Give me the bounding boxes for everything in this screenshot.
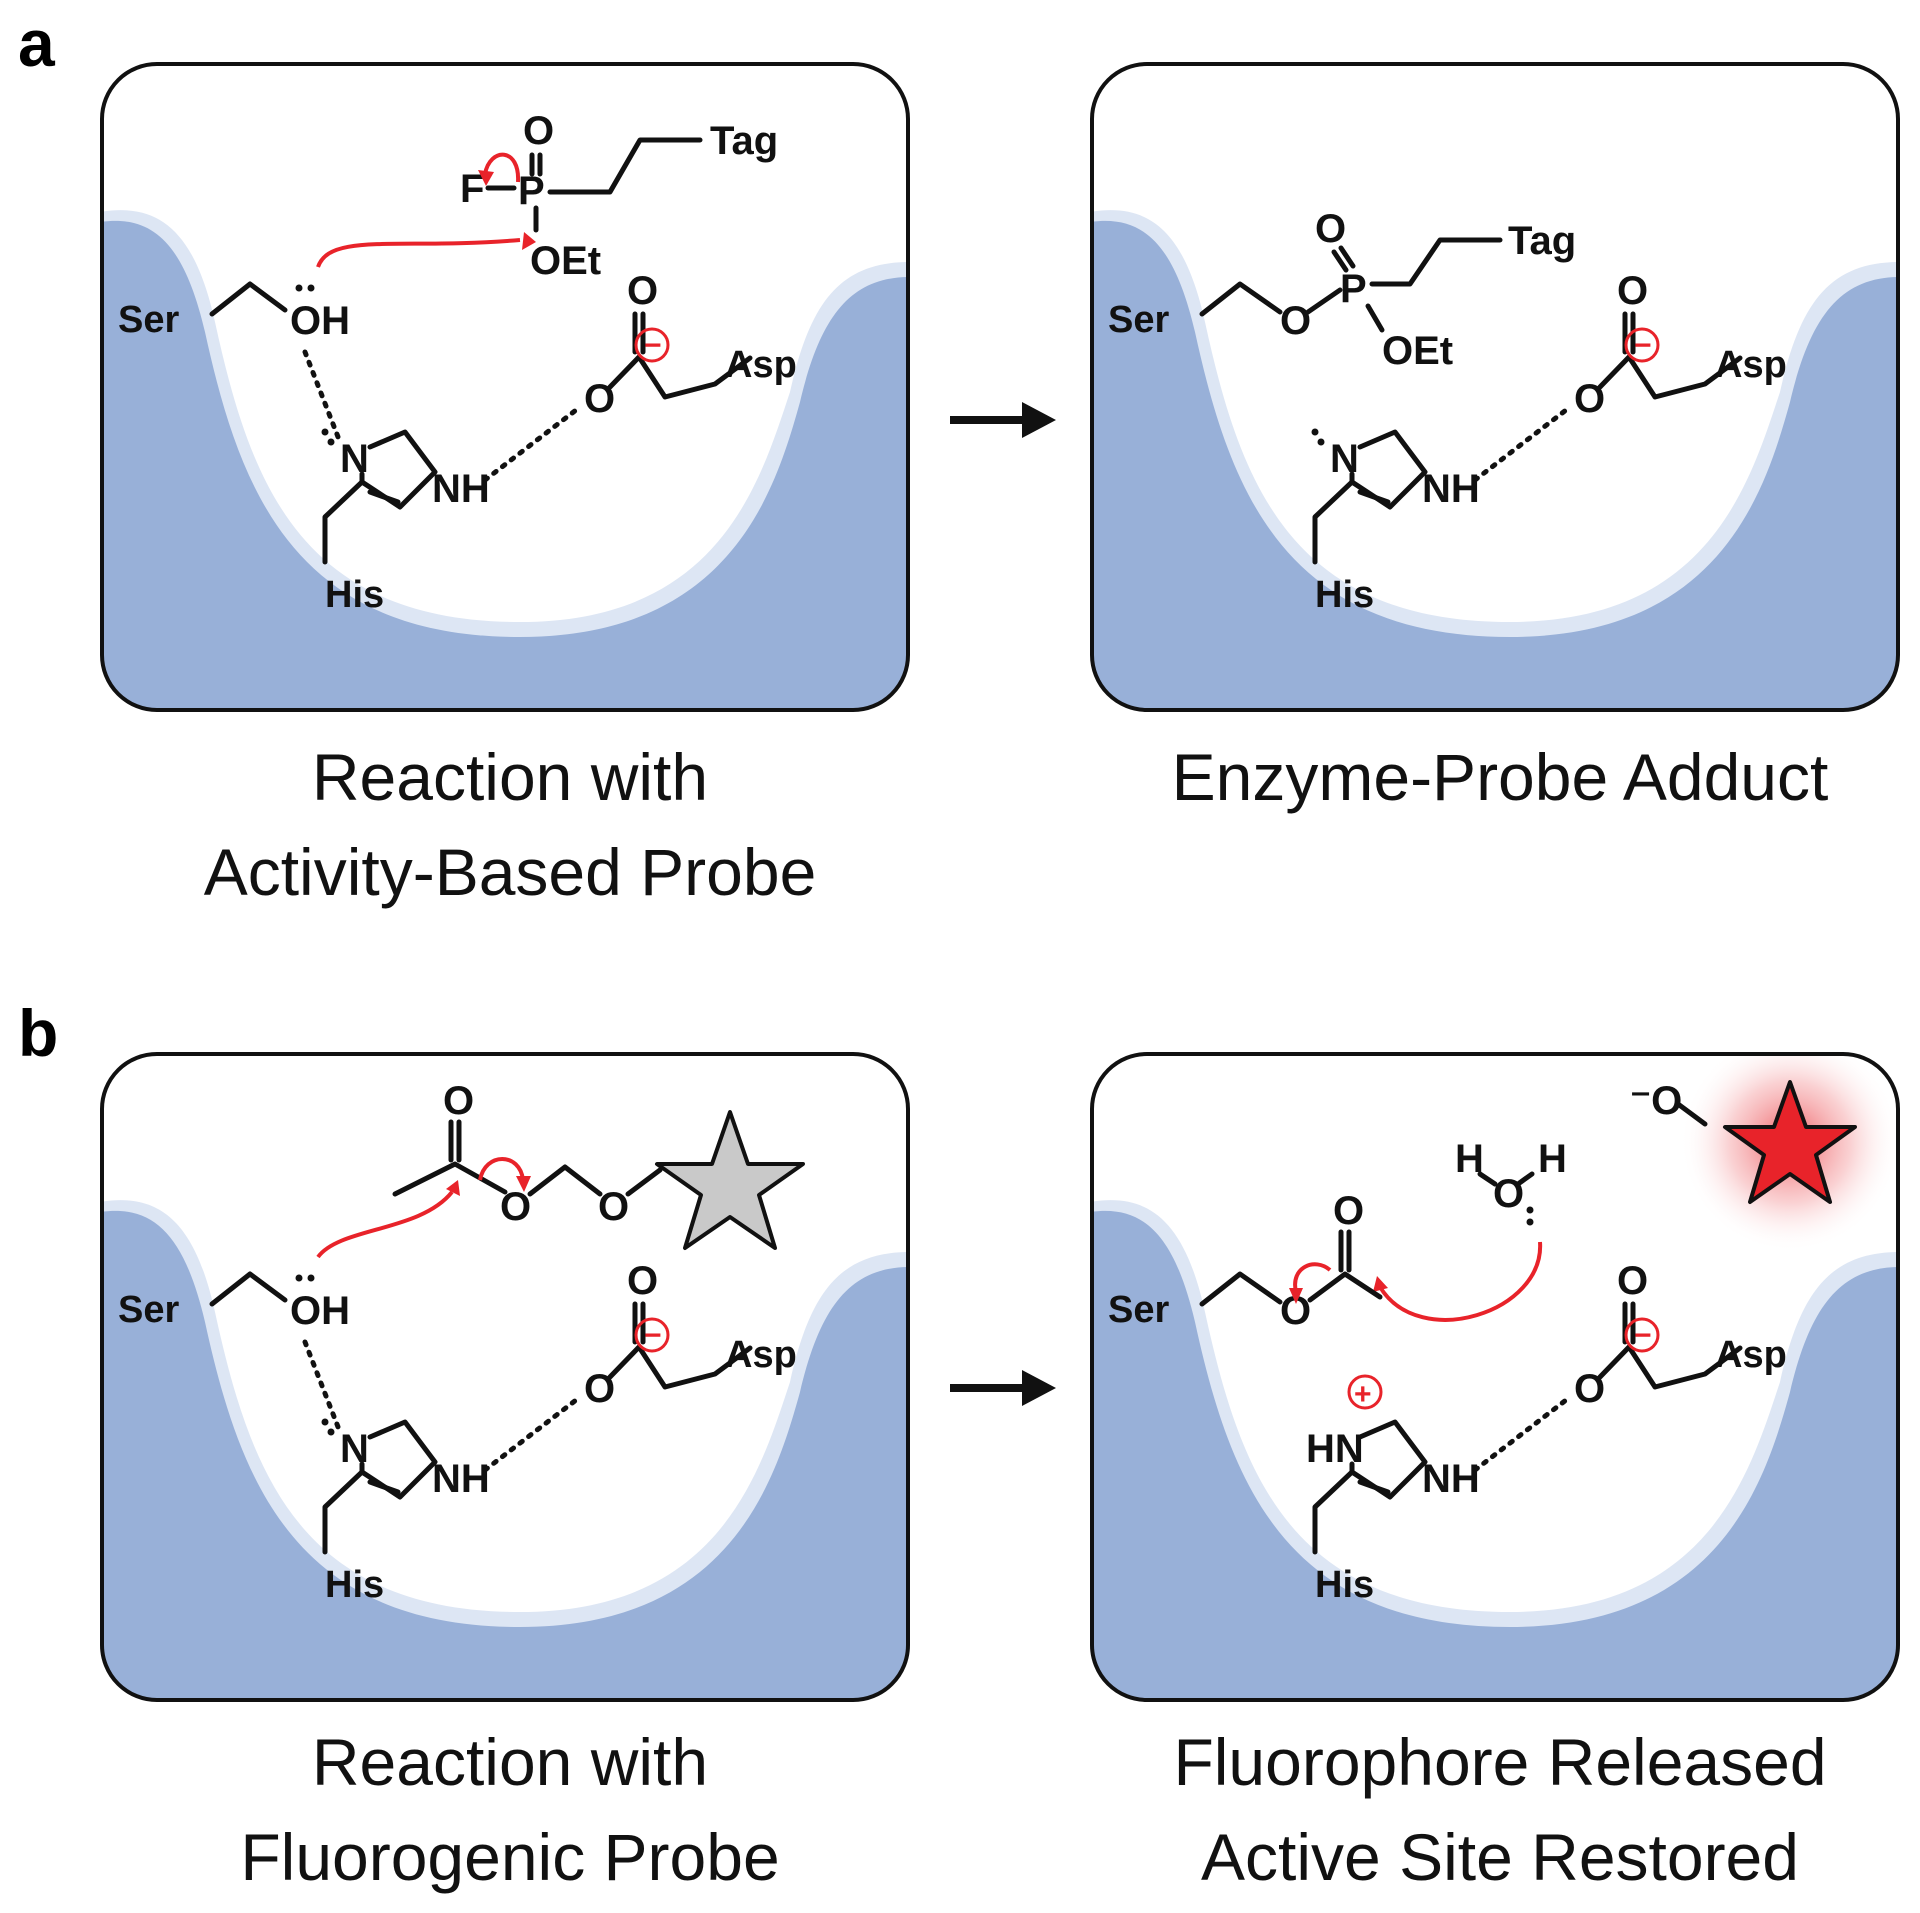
his-n-label: N bbox=[340, 1427, 369, 1471]
phosphorus-label: P bbox=[1340, 267, 1367, 311]
his-label: His bbox=[1315, 1564, 1374, 1606]
oet-label: OEt bbox=[1382, 329, 1453, 373]
carboxylate-o-label: O bbox=[1574, 377, 1605, 421]
panel-letter-b: b bbox=[18, 996, 59, 1070]
caption-line: Fluorogenic Probe bbox=[240, 1820, 780, 1894]
caption-line: Enzyme-Probe Adduct bbox=[1171, 740, 1829, 814]
carbonyl-o-label: O bbox=[627, 1259, 658, 1303]
negative-charge: − bbox=[644, 1319, 662, 1352]
asp-label: Asp bbox=[1715, 1334, 1787, 1376]
asp-label: Asp bbox=[725, 1334, 797, 1376]
active-site-box-a-right: Ser O P O OEt Tag O O − Asp N NH His bbox=[1090, 62, 1900, 712]
his-label: His bbox=[325, 574, 384, 616]
carbonyl-o-label: O bbox=[1617, 1259, 1648, 1303]
ser-o-label: O bbox=[1280, 299, 1311, 343]
his-nh-label: NH bbox=[1422, 1457, 1480, 1501]
reaction-arrow-icon-b bbox=[950, 1370, 1056, 1406]
acyl-carbonyl-o-label: O bbox=[1333, 1189, 1364, 1233]
his-nh-label: NH bbox=[1422, 467, 1480, 511]
tag-label: Tag bbox=[1508, 219, 1576, 263]
his-n-label: N bbox=[1330, 437, 1359, 481]
ser-label: Ser bbox=[118, 299, 179, 341]
active-site-box-b-left: Ser OH O O O O O − Asp N NH His bbox=[100, 1052, 910, 1702]
negative-charge: − bbox=[1634, 329, 1652, 362]
caption-line: Reaction with bbox=[311, 1725, 709, 1799]
oet-label: OEt bbox=[530, 239, 601, 283]
asp-label: Asp bbox=[725, 344, 797, 386]
ser-label: Ser bbox=[1108, 1289, 1169, 1331]
oxo-label: O bbox=[1315, 207, 1346, 251]
his-label: His bbox=[1315, 574, 1374, 616]
his-n-label: N bbox=[340, 437, 369, 481]
active-site-box-a-left: Ser OH F P O OEt Tag O O − Asp N NH His bbox=[100, 62, 910, 712]
ether-o-label: O bbox=[598, 1185, 629, 1229]
caption-a-left: Reaction with Activity-Based Probe bbox=[10, 730, 1010, 920]
his-hn-label: HN bbox=[1306, 1427, 1364, 1471]
panel-letter-a: a bbox=[18, 6, 55, 80]
water-o-label: O bbox=[1493, 1172, 1524, 1216]
caption-line: Reaction with bbox=[311, 740, 709, 814]
caption-a-right: Enzyme-Probe Adduct bbox=[1000, 730, 1920, 825]
ser-oh-label: OH bbox=[290, 1289, 350, 1333]
reaction-arrow-icon-a bbox=[950, 402, 1056, 438]
caption-b-right: Fluorophore Released Active Site Restore… bbox=[1000, 1715, 1920, 1905]
carboxylate-o-label: O bbox=[584, 1367, 615, 1411]
carboxylate-o-label: O bbox=[1574, 1367, 1605, 1411]
carbonyl-o-label: O bbox=[1617, 269, 1648, 313]
phenolate-o-label: ⁻O bbox=[1630, 1079, 1682, 1123]
asp-label: Asp bbox=[1715, 344, 1787, 386]
active-site-box-b-right: ⁻O H H O Ser O O + HN NH His O O − Asp bbox=[1090, 1052, 1900, 1702]
ester-o-label: O bbox=[500, 1185, 531, 1229]
ser-label: Ser bbox=[118, 1289, 179, 1331]
water-h2-label: H bbox=[1538, 1137, 1567, 1181]
fluorophore-star-icon bbox=[1723, 1080, 1857, 1204]
tag-label: Tag bbox=[710, 119, 778, 163]
ser-label: Ser bbox=[1108, 299, 1169, 341]
caption-line: Fluorophore Released bbox=[1173, 1725, 1827, 1799]
caption-line: Activity-Based Probe bbox=[203, 835, 817, 909]
his-nh-label: NH bbox=[432, 467, 490, 511]
his-nh-label: NH bbox=[432, 1457, 490, 1501]
oxo-label: O bbox=[523, 109, 554, 153]
quenched-star-icon bbox=[655, 1110, 805, 1250]
ester-carbonyl-o-label: O bbox=[443, 1079, 474, 1123]
negative-charge: − bbox=[644, 329, 662, 362]
caption-b-left: Reaction with Fluorogenic Probe bbox=[10, 1715, 1010, 1905]
carboxylate-o-label: O bbox=[584, 377, 615, 421]
negative-charge: − bbox=[1634, 1319, 1652, 1352]
positive-charge: + bbox=[1354, 1378, 1372, 1411]
caption-line: Active Site Restored bbox=[1201, 1820, 1799, 1894]
his-label: His bbox=[325, 1564, 384, 1606]
ser-oh-label: OH bbox=[290, 299, 350, 343]
carbonyl-o-label: O bbox=[627, 269, 658, 313]
